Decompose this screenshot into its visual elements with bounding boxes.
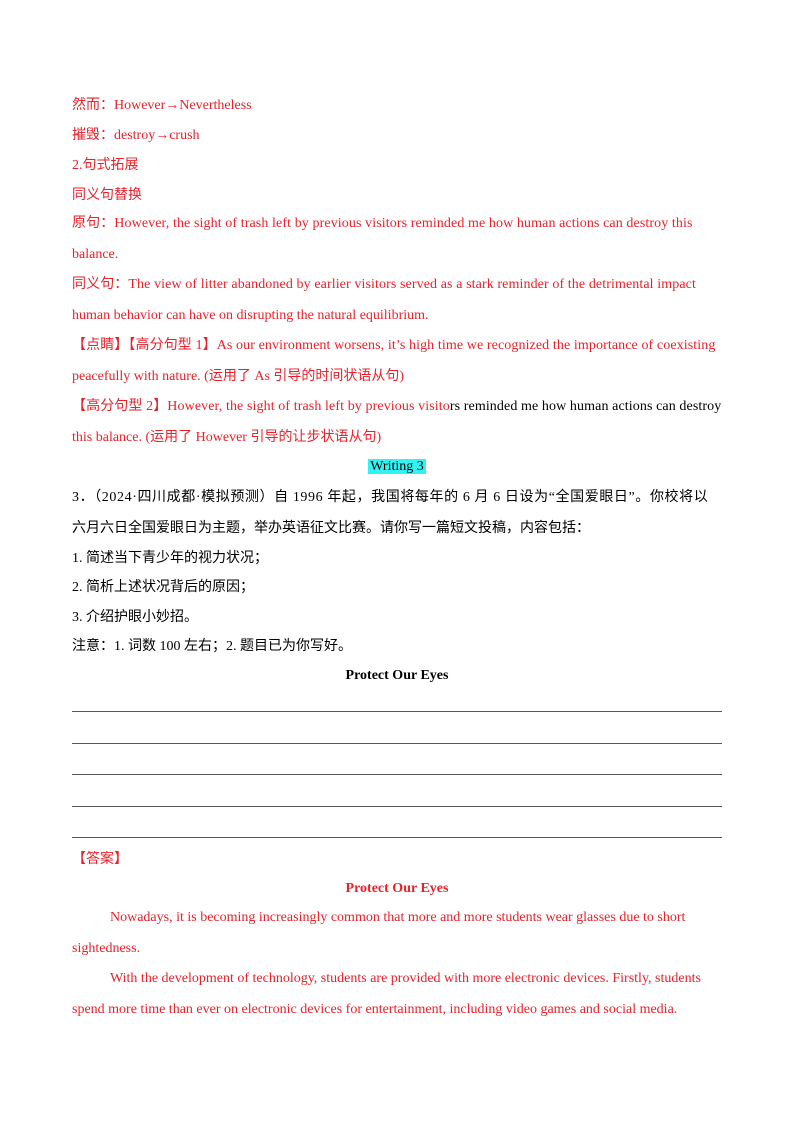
writing-line — [72, 837, 722, 838]
vocab-item-however: 然而：However→Nevertheless — [72, 98, 252, 113]
answer-title: Protect Our Eyes — [345, 881, 449, 896]
synonym-sentence-line2: human behavior can have on disrupting th… — [72, 308, 429, 323]
section-title: 2.句式拓展 — [72, 158, 139, 173]
answer-p2-line1: With the development of technology, stud… — [110, 971, 701, 986]
tip2-line2: this balance. (运用了 However 引导的让步状语从句) — [72, 430, 382, 445]
tip2-line1: 【高分句型 2】However, the sight of trash left… — [72, 397, 722, 417]
vocab-item-destroy: 摧毁：destroy→crush — [72, 128, 200, 143]
question-line1: 3．（2024·四川成都·模拟预测）自 1996 年起，我国将每年的 6 月 6… — [72, 490, 709, 505]
subsection-title: 同义句替换 — [72, 188, 142, 203]
writing-line — [72, 743, 722, 744]
answer-label: 【答案】 — [72, 852, 128, 867]
original-sentence-line2: balance. — [72, 247, 119, 262]
answer-p2-line2: spend more time than ever on electronic … — [72, 1002, 678, 1017]
answer-p1-line2: sightedness. — [72, 941, 141, 956]
writing-line — [72, 774, 722, 775]
question-item-2: 2. 简析上述状况背后的原因； — [72, 580, 254, 595]
question-item-1: 1. 简述当下青少年的视力状况； — [72, 551, 268, 566]
tip1-line1: 【点睛】【高分句型 1】As our environment worsens, … — [72, 338, 716, 353]
original-sentence-line1: 原句：However, the sight of trash left by p… — [72, 216, 693, 231]
question-line2: 六月六日全国爱眼日为主题，举办英语征文比赛。请你写一篇短文投稿，内容包括： — [72, 521, 590, 536]
tip1-line2: peacefully with nature. (运用了 As 引导的时间状语从… — [72, 369, 405, 384]
writing-line — [72, 806, 722, 807]
writing-label-row: Writing 3 — [72, 457, 722, 477]
question-item-3: 3. 介绍护眼小妙招。 — [72, 610, 198, 625]
essay-title: Protect Our Eyes — [345, 668, 449, 683]
tip2-line1-black-part: rs reminded me how human actions can des… — [449, 399, 722, 414]
question-note: 注意：1. 词数 100 左右；2. 题目已为你写好。 — [72, 639, 352, 654]
tip2-line1-red-part: 【高分句型 2】However, the sight of trash left… — [72, 399, 450, 414]
synonym-sentence-line1: 同义句：The view of litter abandoned by earl… — [72, 277, 696, 292]
writing-line — [72, 711, 722, 712]
answer-p1-line1: Nowadays, it is becoming increasingly co… — [110, 910, 686, 925]
writing-label: Writing 3 — [368, 459, 426, 474]
